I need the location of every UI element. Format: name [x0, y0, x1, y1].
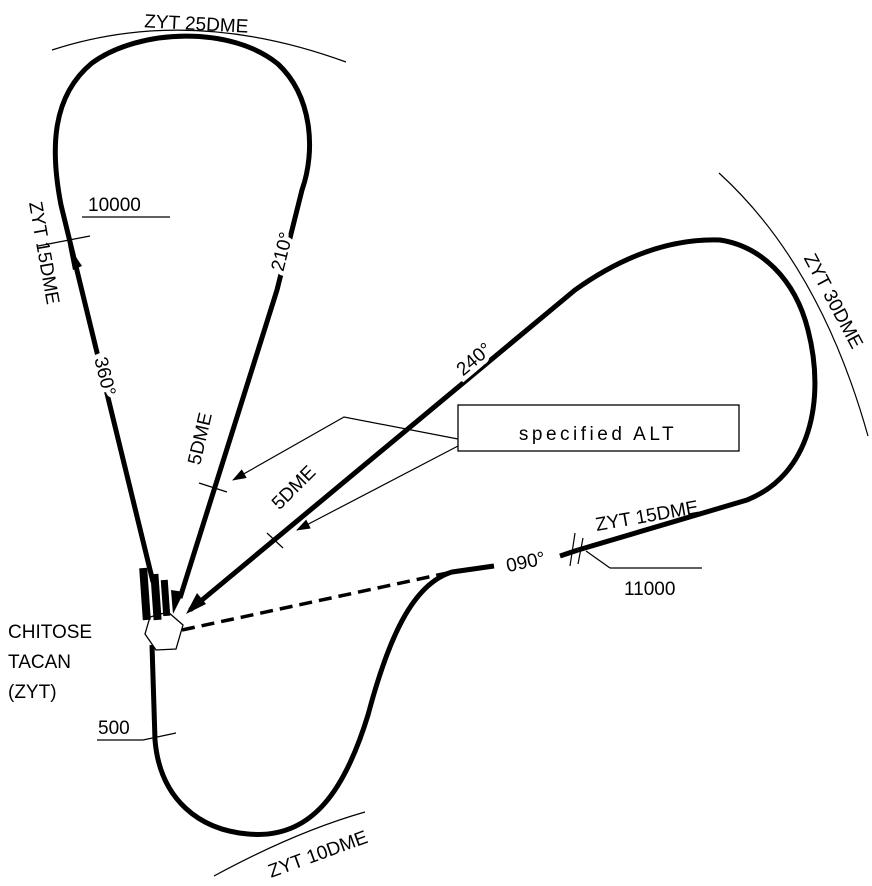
station-label-line1: CHITOSE — [8, 622, 92, 643]
fix-label-left-15dme: ZYT 15DME — [24, 200, 63, 306]
arrowhead-240 — [186, 593, 206, 614]
route-south-loop — [149, 563, 495, 837]
runway-bar-1 — [139, 567, 151, 621]
fix-tick-left-15dme — [37, 235, 91, 247]
arc-10dme — [213, 811, 366, 877]
fix-label-5dme-a: 5DME — [184, 411, 216, 467]
arc-label-10dme: ZYT 10DME — [266, 827, 371, 882]
arc-25dme — [51, 29, 347, 63]
course-label-360-group: 360° — [85, 351, 124, 403]
arrowhead-360 — [68, 245, 82, 270]
course-label-210-group: 210° — [263, 226, 302, 278]
station-label-line2: TACAN — [8, 652, 71, 673]
station-label-line3: (ZYT) — [8, 682, 57, 703]
arc-30dme — [718, 172, 869, 437]
fix-tick-5dme-a — [198, 482, 228, 493]
course-label-090-group: 090° — [500, 544, 552, 582]
fix-tick-right-15dme-2 — [577, 537, 584, 565]
course-label-210: 210° — [268, 230, 298, 273]
fix-tick-500 — [142, 732, 177, 741]
route-east-loop — [188, 237, 818, 612]
callout-leader-a — [232, 416, 459, 481]
fix-tick-right-15dme-1 — [569, 532, 576, 567]
callout-text: specified ALT — [519, 424, 677, 445]
altitude-label-500: 500 — [98, 718, 130, 739]
fix-tick-5dme-b — [266, 532, 284, 549]
arrowhead-210 — [171, 590, 184, 614]
runway-bar-2 — [150, 573, 162, 621]
altitude-label-10000: 10000 — [88, 195, 141, 216]
route-north-loop — [52, 33, 313, 599]
alt-leader-11000 — [585, 550, 611, 569]
runway-bar-3 — [160, 579, 171, 617]
course-label-090: 090° — [504, 548, 547, 577]
route-090-segment — [559, 547, 579, 559]
course-label-360: 360° — [89, 355, 119, 398]
callout-box — [457, 404, 740, 452]
arc-label-25dme: ZYT 25DME — [144, 11, 249, 37]
callout-leader-b — [296, 445, 459, 531]
altitude-label-11000: 11000 — [624, 579, 675, 600]
dashed-radial — [181, 570, 453, 632]
tacan-station-icon — [144, 611, 184, 651]
